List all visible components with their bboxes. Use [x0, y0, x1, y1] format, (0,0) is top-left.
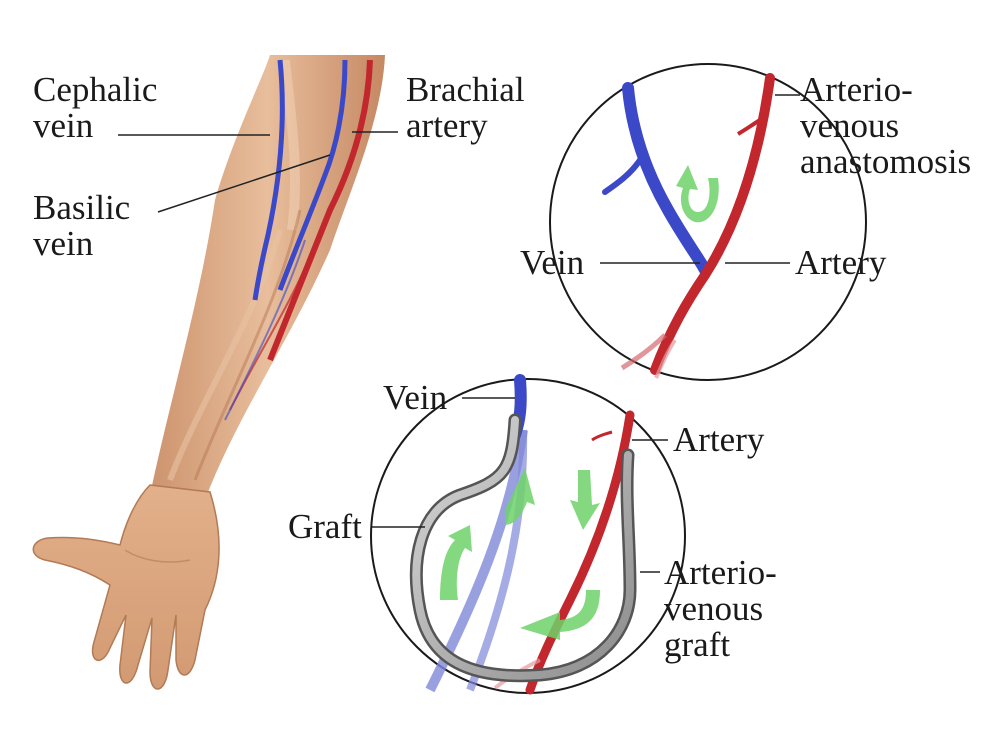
label-line: venous [664, 589, 764, 628]
label-line: Arterio- [800, 70, 913, 109]
fistula-vein-label: Vein [520, 243, 585, 282]
fistula-artery-label: Artery [795, 243, 887, 282]
graft-artery [525, 410, 635, 695]
forearm [150, 55, 385, 500]
label-line: Brachial [406, 70, 525, 109]
graft-label: Graft [288, 507, 362, 546]
basilic-vein-label: Basilic vein [33, 190, 130, 262]
label-line: Cephalic [33, 70, 158, 109]
graft-inset [370, 374, 686, 695]
basilic-vein [277, 59, 348, 291]
label-line: Basilic [33, 188, 131, 227]
graft-vein-label: Vein [383, 378, 448, 417]
flow-arrow [676, 165, 719, 223]
cephalic-vein [252, 59, 285, 301]
flow-arrow [570, 470, 600, 530]
graft-artery-label: Artery [673, 420, 765, 459]
flow-arrow [520, 590, 600, 640]
brachial-artery-label: Brachial artery [406, 72, 525, 144]
label-line: graft [664, 625, 731, 664]
basilic-leader [157, 154, 331, 213]
fistula-inset [549, 63, 867, 381]
fistula-vein [622, 82, 711, 276]
flow-arrow [505, 468, 535, 525]
label-line: Arterio- [664, 553, 777, 592]
arm-vessels [224, 59, 373, 421]
label-line: vein [33, 106, 94, 145]
label-line: venous [800, 106, 900, 145]
cephalic-vein-label: Cephalic vein [33, 72, 157, 144]
label-line: anastomosis [800, 142, 972, 181]
fistula-artery [650, 73, 775, 375]
label-line: vein [33, 224, 94, 263]
brachial-artery [267, 59, 373, 362]
anastomosis-label: Arterio- venous anastomosis [800, 72, 971, 180]
hand [32, 484, 220, 690]
label-line: artery [406, 106, 488, 145]
flow-arrow [440, 525, 472, 600]
av-graft-label: Arterio- venous graft [664, 555, 777, 663]
